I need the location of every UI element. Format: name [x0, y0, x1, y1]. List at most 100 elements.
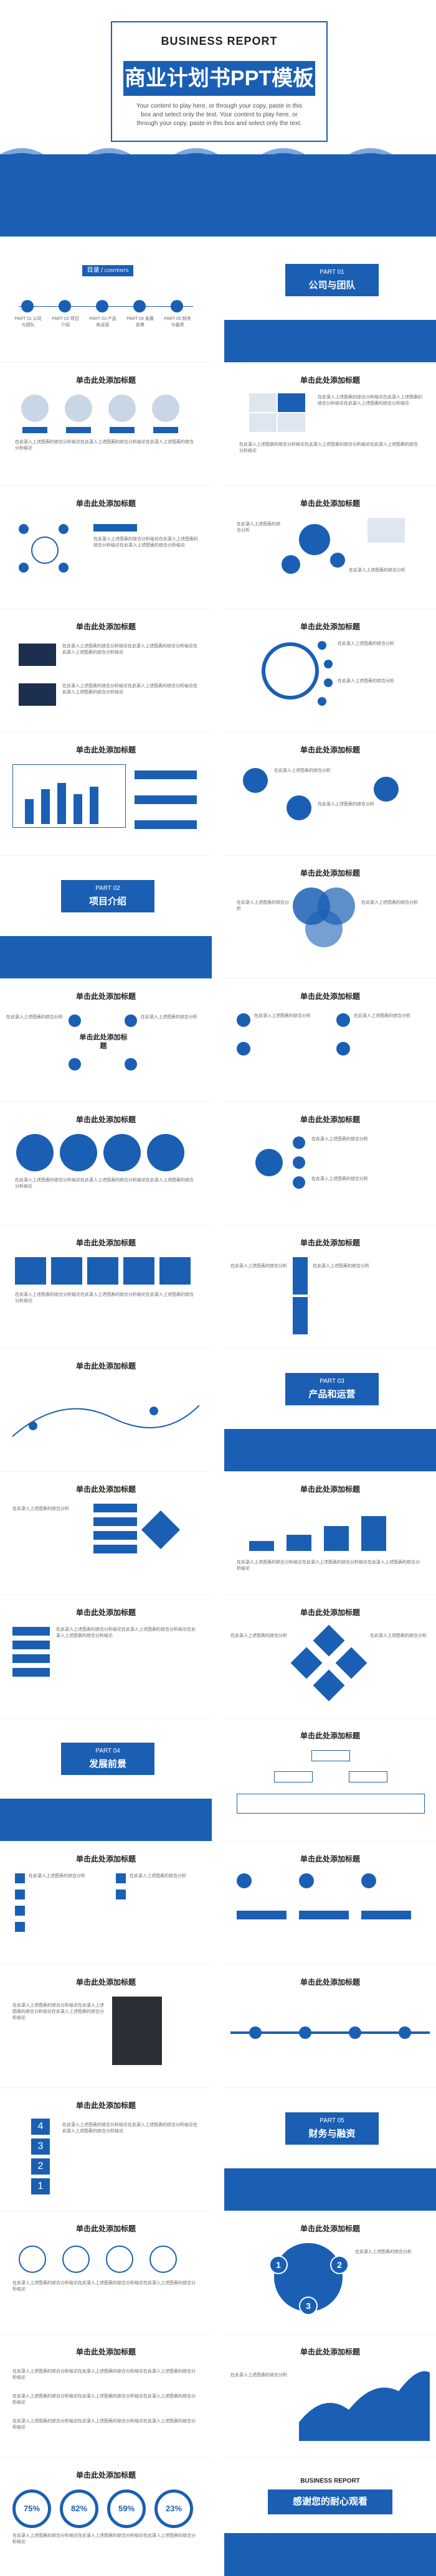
- label-tag-1: [135, 770, 197, 779]
- pie-num-2: 2: [330, 2255, 349, 2274]
- big-circle-3: [103, 1134, 141, 1171]
- hub-main: [299, 524, 330, 555]
- pct-ring-3: 59%: [107, 2489, 146, 2528]
- rad-text-2: 在此录入上述图表的综合分析: [311, 1177, 368, 1181]
- bar-1: [25, 799, 34, 824]
- hub-sub-2: [330, 553, 345, 568]
- cover-subtitle: Your content to play here, or through yo…: [136, 103, 303, 127]
- part-02-num: PART 02: [95, 885, 120, 892]
- cover-title: 商业计划书PPT模板: [123, 61, 315, 96]
- part-02-box: PART 02 项目介绍: [61, 880, 154, 912]
- text-list-slide: 单击此处添加标题 在此录入上述图表的综合分析结论在此录入上述图表的综合分析结论在…: [0, 2341, 212, 2458]
- toc-icon-1: [21, 300, 34, 312]
- bar-4: [73, 794, 82, 824]
- part-05-title: 财务与融资: [308, 2129, 356, 2139]
- part-sea: [0, 1799, 212, 1841]
- timeline-slide: 单击此处添加标题: [224, 1972, 436, 2088]
- tl-dot-2: [299, 2026, 311, 2039]
- toc-sub: CONTENTS: [104, 269, 129, 273]
- check-6: [116, 1890, 126, 1899]
- photo-text-1: 在此录入上述图表的综合分析结论在此录入上述图表的综合分析结论在此录入上述图表的综…: [62, 644, 197, 655]
- venn-text-2: 在此录入上述图表的综合分析: [361, 901, 418, 905]
- slide-title: 单击此处添加标题: [300, 1855, 360, 1863]
- arc-text-1: 在此录入上述图表的综合分析: [338, 642, 394, 646]
- pie-num-1: 1: [269, 2255, 288, 2274]
- toc-item-3[interactable]: PART 03 产品和运营: [89, 317, 116, 327]
- icon-ring-4: [149, 2246, 177, 2273]
- step-2: 2: [31, 2158, 50, 2175]
- part-03-slide: PART 03 产品和运营: [224, 1356, 436, 1472]
- part-01-box: PART 01 公司与团队: [285, 264, 379, 296]
- num-circle-2: [299, 1873, 314, 1888]
- big-circle-1: [16, 1134, 54, 1171]
- cover-slide: BUSINESS REPORT 商业计划书PPT模板 Your content …: [0, 0, 436, 237]
- slide-title: 单击此处添加标题: [300, 1485, 360, 1494]
- big-circle-2: [60, 1134, 97, 1171]
- num-bar-2: [299, 1911, 349, 1919]
- team-text: 在此录入上述图表的综合分析结论在此录入上述图表的综合分析结论在此录入上述图表的综…: [15, 440, 194, 451]
- org-bottom: [237, 1794, 425, 1814]
- photo-3: [278, 413, 305, 432]
- funnel-bar-2: [93, 1517, 137, 1526]
- center-icon-slide: 单击此处添加标题 单击此处添加标题 在此录入上述图表的综合分析 在此录入上述图表…: [0, 986, 212, 1102]
- check-1: [15, 1873, 25, 1883]
- slide-title: 单击此处添加标题: [300, 1978, 360, 1987]
- slide-title: 单击此处添加标题: [300, 622, 360, 631]
- icon-row-1: [12, 1627, 50, 1636]
- slide-title: 单击此处添加标题: [300, 499, 360, 508]
- bar-3: [57, 783, 66, 824]
- feature-box-1: [15, 1257, 46, 1285]
- bar-chart-slide: 单击此处添加标题: [0, 739, 212, 856]
- part-sea: [0, 936, 212, 978]
- sn-text: 在此录入上述图表的综合分析结论在此录入上述图表的综合分析结论在此录入上述图表的综…: [62, 2123, 197, 2133]
- slide-title: 单击此处添加标题: [75, 1978, 136, 1987]
- part-sea: [224, 1429, 436, 1471]
- num-bar-1: [237, 1911, 287, 1919]
- slide-title: 单击此处添加标题: [75, 1115, 136, 1124]
- name-tag-4: [153, 427, 178, 433]
- curve-dot-2: [149, 1407, 158, 1415]
- radial-1: [293, 1136, 305, 1149]
- icon-row-4: [12, 1668, 50, 1677]
- slide-title: 单击此处添加标题: [75, 2224, 136, 2233]
- icon-ring-3: [106, 2246, 133, 2273]
- big-circle-4: [147, 1134, 184, 1171]
- center-label: 单击此处添加标题: [79, 1034, 128, 1050]
- node-map-slide: 单击此处添加标题 在此录入上述图表的综合分析 在此录入上述图表的综合分析: [224, 739, 436, 856]
- arc-dot-2: [324, 660, 333, 668]
- il-text-1: 在此录入上述图表的综合分析: [254, 1014, 311, 1018]
- photo-1: [249, 393, 277, 412]
- part-sea: [224, 320, 436, 362]
- toc-item-2[interactable]: PART 02 项目介绍: [52, 317, 79, 327]
- toc-icon-2: [59, 300, 71, 312]
- slide-title: 单击此处添加标题: [75, 2101, 136, 2110]
- hand-photo-slide: 单击此处添加标题 在此录入上述图表的综合分析结论在此录入上述图表的综合分析结论在…: [0, 1972, 212, 2088]
- toc-item-4[interactable]: PART 04 发展前景: [126, 317, 154, 327]
- slide-title: 单击此处添加标题: [75, 376, 136, 385]
- icon-circle-3: [69, 1058, 81, 1070]
- timeline-line: [230, 2031, 430, 2034]
- area-chart-slide: 单击此处添加标题 在此录入上述图表的综合分析: [224, 2341, 436, 2458]
- cover-title-card: BUSINESS REPORT 商业计划书PPT模板 Your content …: [111, 21, 328, 142]
- arrow-block-2: [293, 1297, 308, 1334]
- slide-title: 单击此处添加标题: [300, 992, 360, 1001]
- radial-2: [293, 1156, 305, 1169]
- il-text-2: 在此录入上述图表的综合分析: [354, 1014, 410, 1018]
- cycle-slide: 单击此处添加标题 在此录入上述图表的综合分析结论在此录入上述图表的综合分析结论在…: [0, 493, 212, 609]
- bar-2: [41, 789, 50, 824]
- part-05-slide: PART 05 财务与融资: [224, 2095, 436, 2211]
- icon-circle-4: [125, 1058, 137, 1070]
- org-mid-1: [274, 1771, 313, 1782]
- hub-text-2: 在此录入上述图表的综合分析: [349, 568, 405, 573]
- part-03-box: PART 03 产品和运营: [285, 1373, 379, 1405]
- part-01-slide: PART 01 公司与团队: [224, 246, 436, 363]
- toc-item-5[interactable]: PART 05 财务与融资: [164, 317, 191, 327]
- cover-sea-band: [0, 154, 436, 237]
- curve-slide: 单击此处添加标题: [0, 1356, 212, 1472]
- funnel-bar-1: [93, 1504, 137, 1512]
- slide-title: 单击此处添加标题: [300, 869, 360, 878]
- dm-text-1: 在此录入上述图表的综合分析: [230, 1634, 287, 1638]
- toc-item-1[interactable]: PART 01 公司与团队: [14, 317, 42, 327]
- toc-icon-3: [96, 300, 108, 312]
- photo-text-2: 在此录入上述图表的综合分析结论在此录入上述图表的综合分析结论在此录入上述图表的综…: [62, 684, 197, 695]
